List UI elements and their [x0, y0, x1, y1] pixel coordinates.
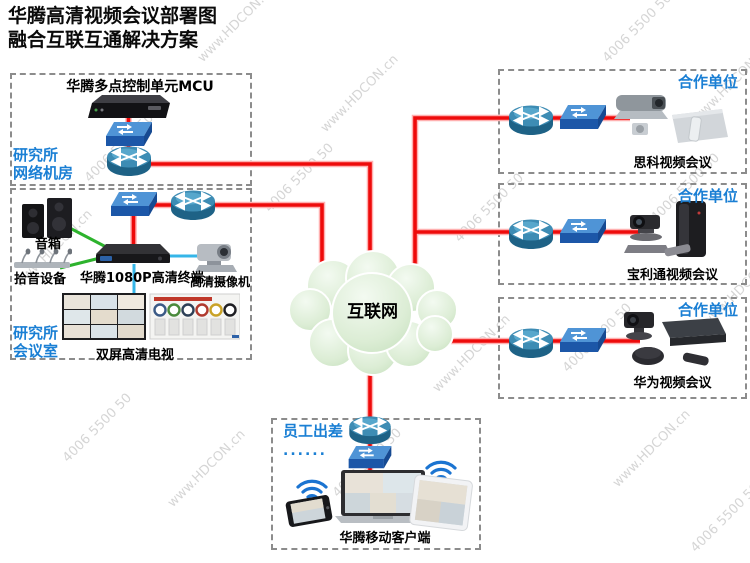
- polycom-endpoint-label: 宝利通视频会议: [626, 268, 718, 283]
- tv-label: 双屏高清电视: [95, 348, 174, 363]
- mic-label: 拾音设备: [13, 272, 66, 287]
- terminal-label: 华腾1080P高清终端: [80, 271, 204, 286]
- mobile-client-label: 华腾移动客户端: [339, 531, 431, 546]
- speakers-label: 音箱: [34, 237, 61, 252]
- partner-huawei-zone-label: 合作单位: [678, 301, 739, 319]
- switch-icon: [560, 219, 606, 243]
- microphone-array-icon: [14, 248, 72, 268]
- network-room-zone-line2: 网络机房: [13, 163, 74, 182]
- router-icon: [509, 105, 553, 135]
- mcu-label: 华腾多点控制单元MCU: [66, 79, 214, 95]
- partner-cisco-zone-label: 合作单位: [678, 73, 739, 91]
- diagram-title: 华腾高清视频会议部署图 融合互联互通解决方案: [8, 4, 217, 53]
- router-icon: [171, 190, 215, 220]
- zone-partner-cisco: [498, 69, 747, 174]
- huawei-endpoint-label: 华为视频会议: [633, 376, 712, 391]
- cyan-links: [132, 254, 200, 297]
- zone-network-room: [10, 73, 252, 186]
- link-speakers-to-terminal: [65, 224, 109, 250]
- polycom-endpoint-image: [624, 201, 706, 257]
- switch-icon: [560, 328, 606, 352]
- switch-icon: [560, 105, 606, 129]
- router-icon: [107, 146, 151, 176]
- cisco-endpoint-label: 思科视频会议: [633, 156, 712, 171]
- hd-camera-icon: [195, 244, 237, 272]
- dual-screen-tv-icon: [62, 293, 240, 340]
- router-icon: [509, 328, 553, 358]
- diagram-title-line2: 融合互联互通解决方案: [8, 29, 199, 52]
- laptop-icon: [335, 470, 431, 523]
- smartphone-icon: [285, 495, 333, 527]
- network-room-zone-line1: 研究所: [13, 146, 59, 164]
- link-cisco-to-internet: [413, 116, 630, 280]
- meeting-room-zone-line1: 研究所: [13, 324, 59, 342]
- diagram-title-line1: 华腾高清视频会议部署图: [8, 5, 218, 27]
- meeting-room-zone-label: 研究所 会议室: [13, 324, 59, 360]
- mobile-zone-label: 员工出差: [283, 422, 344, 440]
- camera-label: 高清摄像机: [190, 275, 251, 289]
- tablet-icon: [409, 474, 473, 532]
- speakers-icon: [22, 198, 72, 238]
- hd-terminal-icon: [96, 244, 170, 263]
- huawei-endpoint-image: [624, 312, 726, 366]
- cisco-endpoint-image: [614, 95, 728, 143]
- internet-label: 互联网: [347, 302, 398, 322]
- cloud-icon: [288, 250, 458, 376]
- switch-icon: [111, 192, 157, 216]
- internet-cloud: [285, 248, 460, 382]
- switch-icon: [106, 122, 152, 146]
- partner-polycom-zone-label: 合作单位: [678, 187, 739, 205]
- zone-partner-huawei: [498, 297, 747, 399]
- link-networkroom-to-internet: [130, 162, 372, 280]
- switch-icon: [348, 446, 392, 469]
- router-icon: [349, 416, 391, 445]
- mcu-server-icon: [88, 95, 170, 118]
- router-icon: [509, 219, 553, 249]
- meeting-room-zone-line2: 会议室: [13, 341, 59, 360]
- network-room-zone-label: 研究所 网络机房: [13, 146, 74, 182]
- zone-meeting-room: [10, 188, 252, 360]
- mobile-zone-dots: ......: [283, 443, 327, 459]
